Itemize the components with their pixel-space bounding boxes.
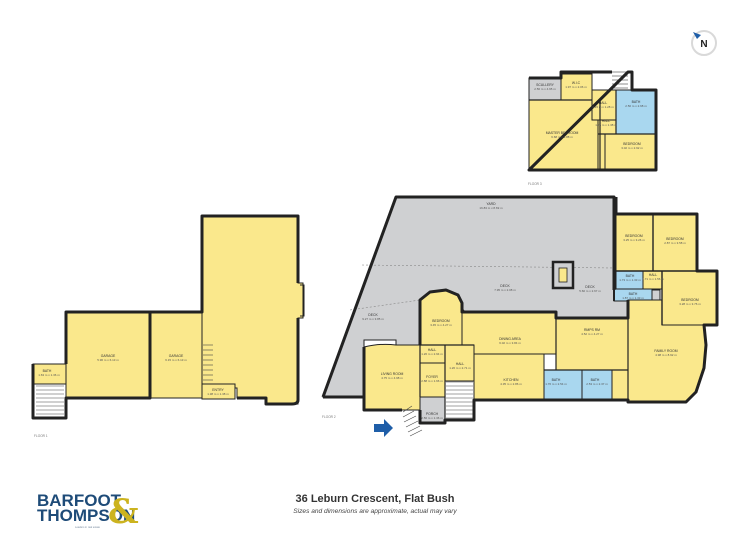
bath-f3-dims: 2.50 m x 2.68 m: [625, 104, 647, 108]
entry-f1-name: ENTRY: [212, 388, 224, 392]
floor-1-label: FLOOR 1: [34, 434, 48, 438]
hall-f2b-name: HALL: [649, 273, 658, 277]
brand-ampersand: &: [108, 492, 139, 532]
disclaimer-note: Sizes and dimensions are approximate, ac…: [293, 508, 457, 515]
hall-f2b-dims: 1.71 m x 1.56 m: [642, 277, 664, 281]
entry-arrow-icon: [374, 419, 393, 437]
bedroom-3-name: BEDROOM: [666, 237, 684, 241]
floor-2: YARD 16.83 m x 8.69 m DECK 7.95 m x 2.08…: [321, 195, 719, 437]
porch-name: PORCH: [426, 412, 439, 416]
bath-f3-name: BATH: [632, 100, 641, 104]
hall-f3b-name: HALL: [602, 119, 611, 123]
family-name: FAMILY ROOM: [654, 349, 677, 353]
living-name: LIVING ROOM: [381, 372, 404, 376]
bath-f2d-dims: 1.87 m x 1.33 m: [622, 296, 644, 300]
floor-3: SCULLERY 2.56 m x 4.95 m W.I.C 1.97 m x …: [527, 70, 658, 186]
bath-f2c-name: BATH: [626, 274, 635, 278]
family-dims: 4.98 m x 8.92 m: [655, 353, 677, 357]
bath-f2a-dims: 1.76 m x 2.54 m: [545, 382, 567, 386]
floor-1: BATH 1.63 m x 1.36 m GARAGE 5.96 m x 6.1…: [31, 214, 305, 438]
bath-f1-dims: 1.63 m x 1.36 m: [38, 373, 60, 377]
master-bedroom-dims: 6.68 m x 3.88 m: [551, 135, 573, 139]
bath-f2c-dims: 1.73 m x 1.33 m: [619, 278, 641, 282]
deck-c-dims: 5.60 m x 2.67 m: [579, 289, 601, 293]
north-label: N: [700, 39, 707, 50]
deck-c-name: DECK: [585, 285, 595, 289]
hall-f2a-dims: 1.26 m x 2.94 m: [421, 352, 443, 356]
bedroom-1-name: BEDROOM: [432, 319, 450, 323]
wic-name: W.I.C: [572, 81, 581, 85]
garage-a-dims: 5.96 m x 6.13 m: [97, 358, 119, 362]
brand-logo: BARFOOT THOMPSON & Leaders in real estat…: [37, 491, 139, 532]
bedroom-2-dims: 3.25 m x 3.26 m: [623, 238, 645, 242]
hall-f2c-name: HALL: [456, 362, 465, 366]
hall-f3a-name: HALL: [599, 101, 608, 105]
property-address: 36 Leburn Crescent, Flat Bush: [296, 493, 455, 505]
hall-f2c-dims: 1.26 m x 2.71 m: [449, 366, 471, 370]
deck-a-name: DECK: [500, 284, 510, 288]
kitchen-name: KITCHEN: [504, 378, 519, 382]
hall-f2a-name: HALL: [428, 348, 437, 352]
north-arrow-icon: N: [691, 30, 717, 56]
floor-3-label: FLOOR 3: [528, 182, 542, 186]
bath-f1-name: BATH: [43, 369, 52, 373]
bedroom-1-dims: 3.45 m x 4.27 m: [430, 323, 452, 327]
brand-tagline: Leaders in real estate: [75, 525, 101, 529]
bedroom-f3-dims: 3.02 m x 2.92 m: [621, 146, 643, 150]
bedroom-f3-name: BEDROOM: [623, 142, 641, 146]
living-dims: 4.75 m x 4.98 m: [381, 376, 403, 380]
wic-dims: 1.97 m x 2.06 m: [565, 85, 587, 89]
foyer-name: FOYER: [426, 375, 438, 379]
yard-dims: 16.83 m x 8.69 m: [479, 206, 503, 210]
brand-line-2: THOMPSON: [37, 506, 135, 525]
garage-b-name: GARAGE: [169, 354, 184, 358]
porch-dims: 2.56 m x 1.36 m: [421, 416, 443, 420]
master-bedroom-name: MASTER BEDROOM: [546, 131, 579, 135]
foyer-dims: 2.88 m x 1.66 m: [421, 379, 443, 383]
deck-b-name: DECK: [368, 313, 378, 317]
dining-name: DINING AREA: [499, 337, 522, 341]
rumpus-name: RMPS RM: [584, 328, 600, 332]
brand-line-1: BARFOOT: [37, 491, 122, 510]
bedroom-2-name: BEDROOM: [625, 234, 643, 238]
kitchen-dims: 4.35 m x 2.86 m: [500, 382, 522, 386]
garage-b-dims: 6.15 m x 6.13 m: [165, 358, 187, 362]
bath-f2b-dims: 2.53 m x 2.37 m: [586, 382, 608, 386]
bath-f2b-name: BATH: [591, 378, 600, 382]
bath-f2d-name: BATH: [629, 292, 638, 296]
garage-a-name: GARAGE: [101, 354, 116, 358]
hall-f3a-dims: 4.15 m x 1.28 m: [592, 105, 614, 109]
deck-b-dims: 9.27 m x 3.85 m: [362, 317, 384, 321]
bedroom-4-dims: 3.28 m x 3.76 m: [679, 302, 701, 306]
floor-2-label: FLOOR 2: [322, 415, 336, 419]
entry-f1-dims: 1.38 m x 1.38 m: [207, 392, 229, 396]
bedroom-3-dims: 2.87 m x 3.58 m: [664, 241, 686, 245]
dining-dims: 6.02 m x 3.84 m: [499, 341, 521, 345]
deck-a-dims: 7.95 m x 2.08 m: [494, 288, 516, 292]
bath-f2a-name: BATH: [552, 378, 561, 382]
rumpus-dims: 4.52 m x 4.27 m: [581, 332, 603, 336]
hall-f3b-dims: 1.26 m x 1.38 m: [595, 123, 617, 127]
scullery-dims: 2.56 m x 4.95 m: [534, 87, 556, 91]
bedroom-4-name: BEDROOM: [681, 298, 699, 302]
yard-name: YARD: [486, 202, 496, 206]
footer: 36 Leburn Crescent, Flat Bush Sizes and …: [293, 493, 457, 515]
scullery-name: SCULLERY: [536, 83, 555, 87]
